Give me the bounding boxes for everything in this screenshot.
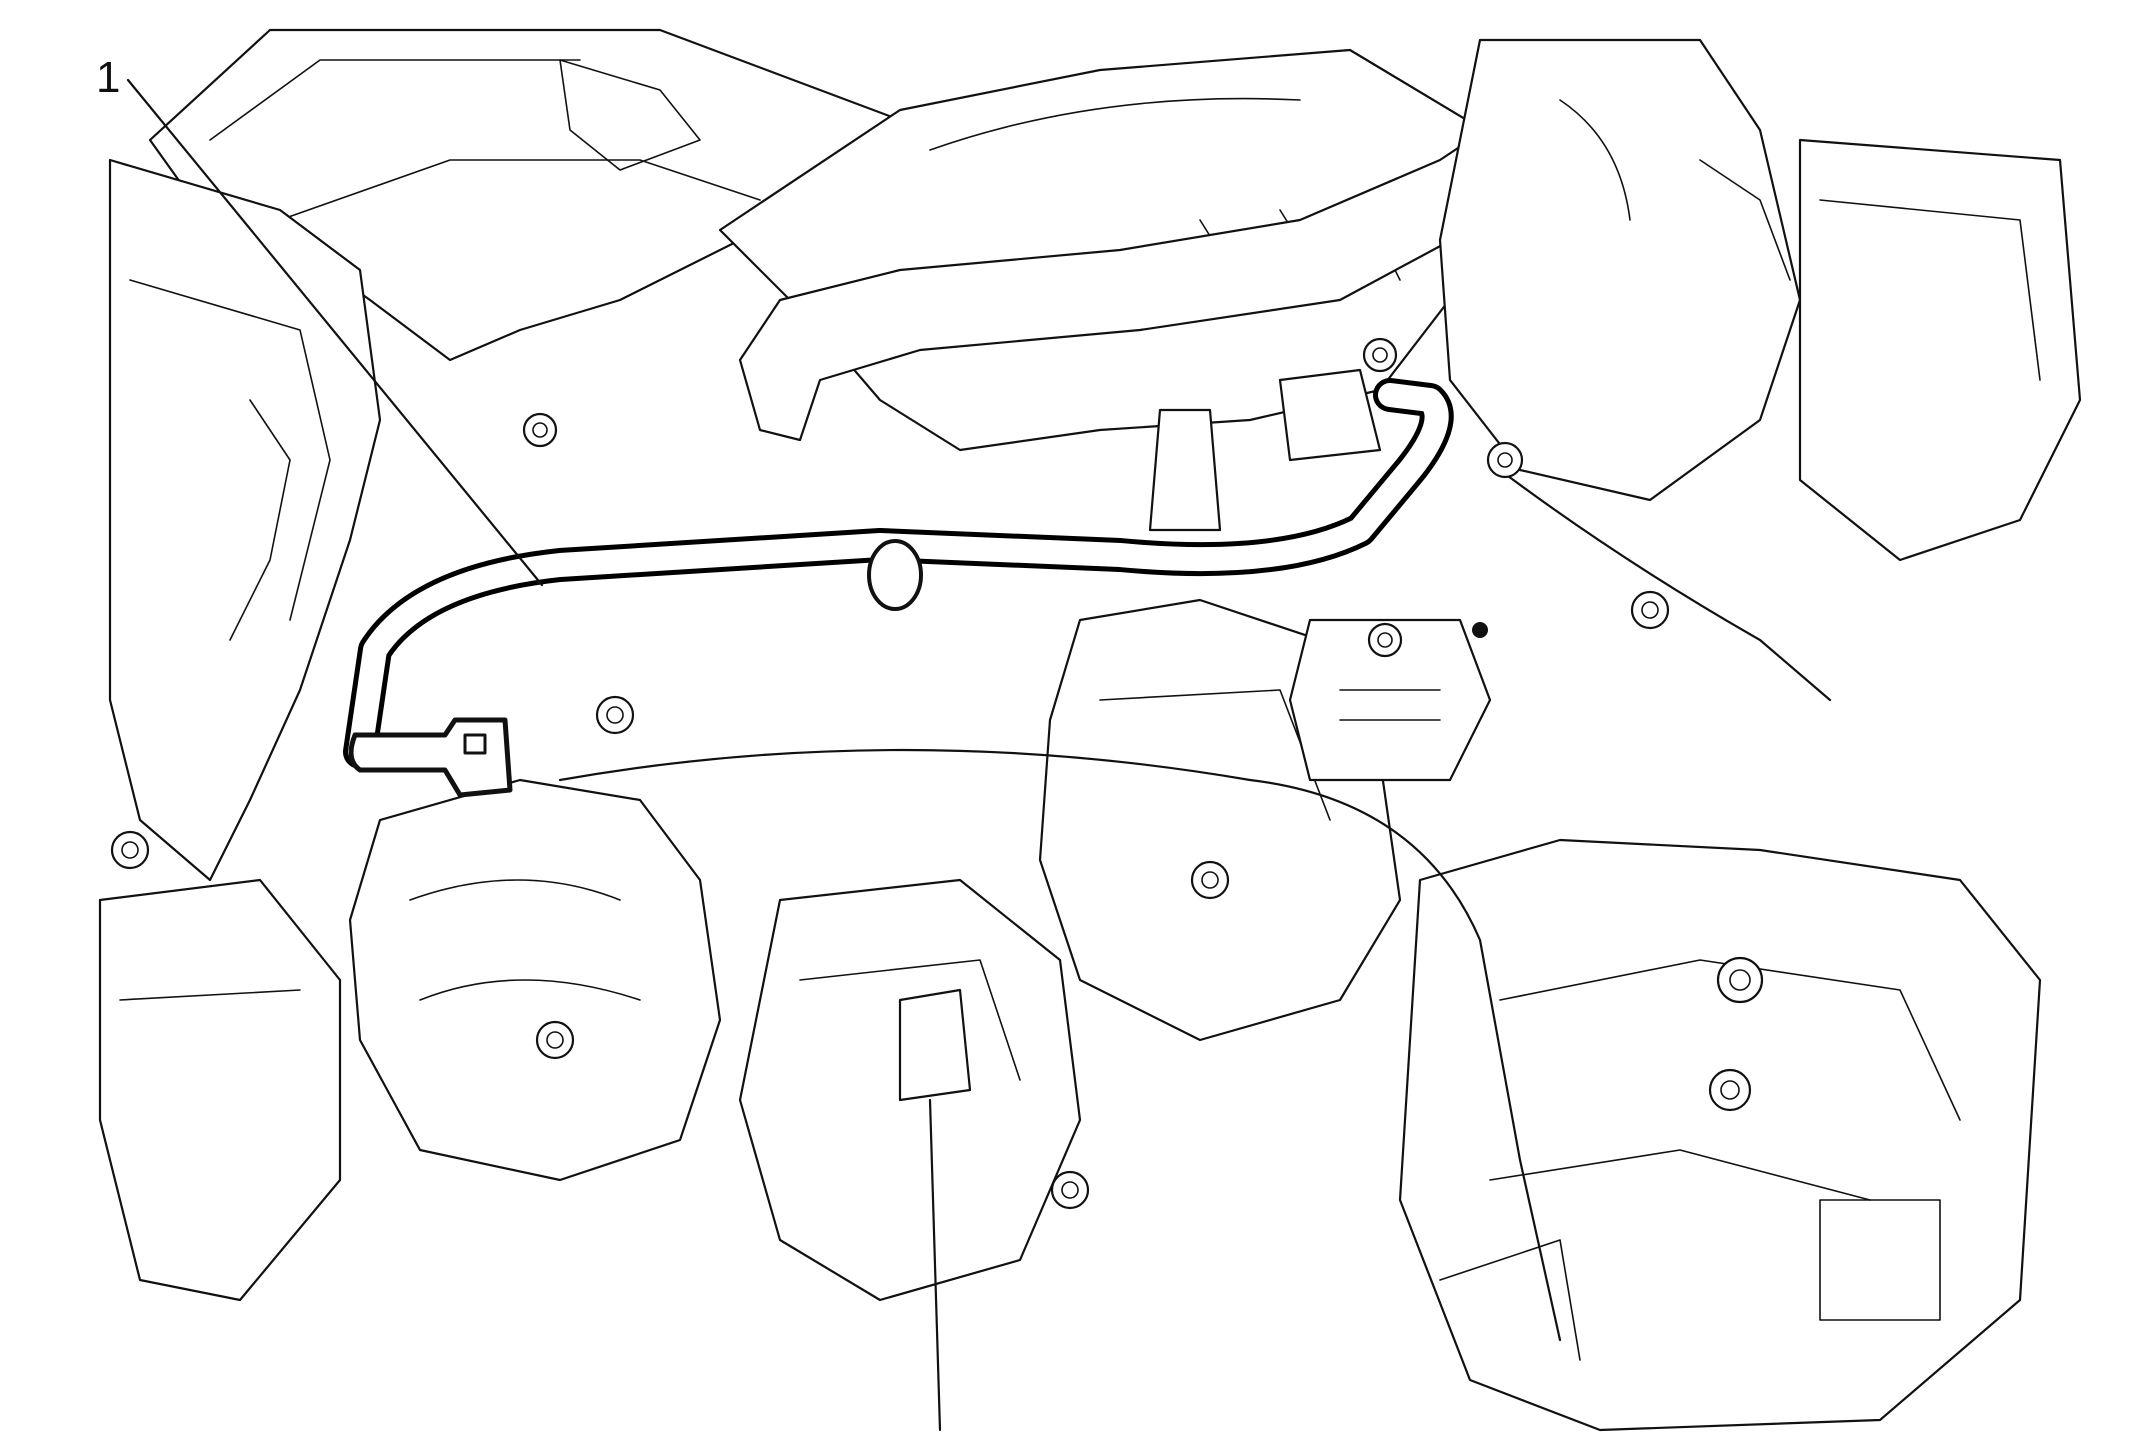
bolts [110, 337, 1764, 1210]
manifold-curve [929, 97, 1301, 151]
right-frame [1798, 138, 2082, 562]
hose-coupler [867, 539, 923, 611]
bracket-detail [1699, 159, 1791, 281]
lower-connector [898, 988, 972, 1102]
callout-1: 1 [96, 53, 544, 587]
cover-recess [559, 59, 701, 171]
frame-edge [1819, 199, 2041, 381]
lower-block-detail [799, 959, 1021, 1081]
transmission-case [1398, 838, 2042, 1432]
housing-line [119, 989, 301, 1001]
bottom-left-housing [98, 878, 342, 1302]
bolt [110, 830, 150, 870]
bolt [535, 1020, 575, 1060]
bolt [1362, 337, 1398, 373]
sensor-connector-upper [1278, 368, 1382, 462]
bracket-curve [1559, 99, 1631, 221]
trans-window [1819, 1199, 1941, 1321]
bolt [595, 695, 635, 735]
bolt [1486, 441, 1524, 479]
bolt [1708, 1068, 1752, 1112]
trans-crease-2 [1489, 1149, 1871, 1201]
sensor-connector-center [1148, 408, 1222, 532]
engine-background [98, 28, 2082, 1432]
lower-wire-lead [928, 1098, 942, 1432]
junction-box-slots [1339, 689, 1441, 721]
bolt [1367, 622, 1403, 658]
callout-leader-line [126, 78, 544, 587]
right-bracket [1438, 38, 1802, 502]
trans-crease [1499, 959, 1961, 1121]
cover-edge [209, 59, 581, 141]
junction-box [1288, 618, 1492, 782]
exhaust-curve [409, 879, 621, 901]
reference-dot [1472, 622, 1488, 638]
highlighted-hose [343, 378, 1454, 798]
callout-label: 1 [96, 53, 120, 102]
left-panel-crease [129, 279, 331, 621]
wire-run-upper [1498, 468, 1832, 702]
bolt [1630, 590, 1670, 630]
bolt [1050, 1170, 1090, 1210]
connector-latch [463, 733, 487, 755]
hose-interior [348, 383, 1449, 764]
left-panel-crease-2 [229, 399, 291, 641]
left-side-panel [108, 158, 382, 882]
bolt [1190, 860, 1230, 900]
trans-bracket [1439, 1239, 1581, 1361]
wire-run-right [558, 748, 1562, 1342]
bolt [1716, 956, 1764, 1004]
cover-crease [279, 159, 761, 221]
bolt [522, 412, 558, 448]
exhaust-curve-2 [419, 979, 641, 1001]
